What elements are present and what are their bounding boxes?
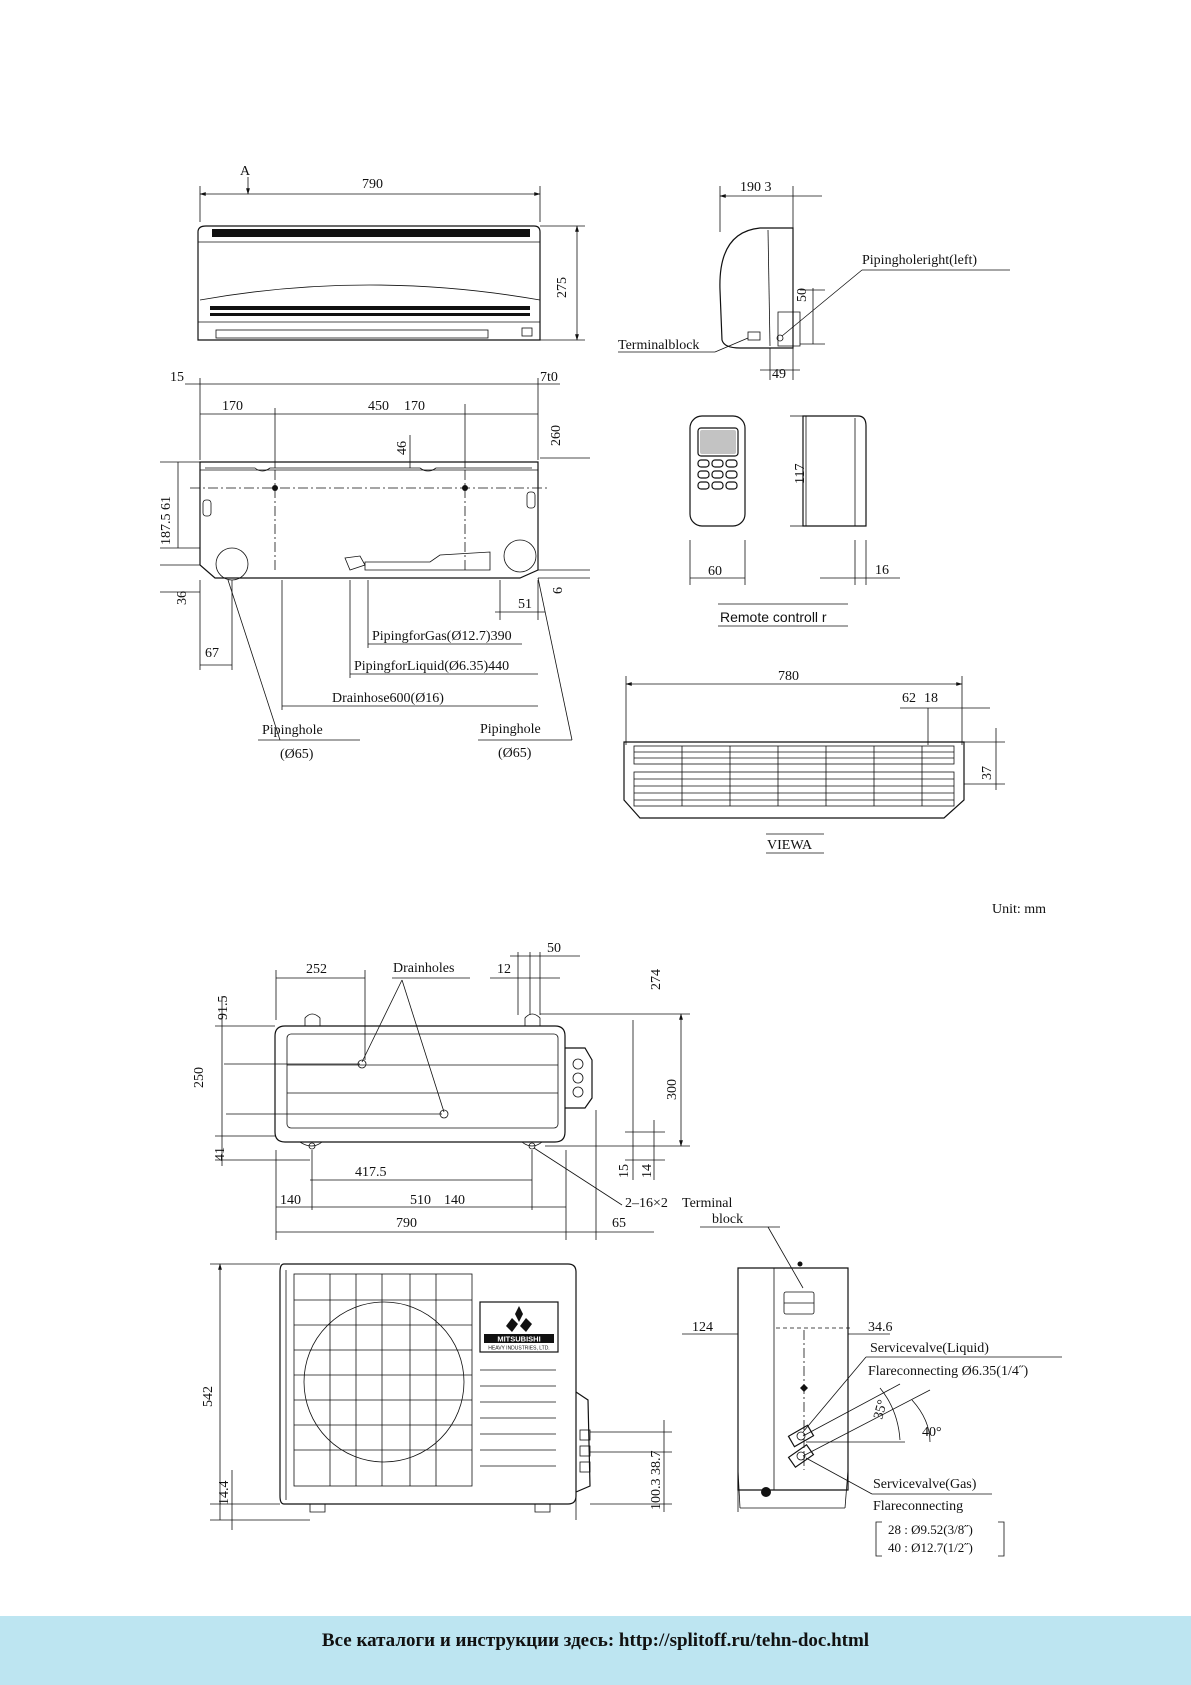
outdoor-dim-140-left: 140 bbox=[280, 1193, 301, 1208]
indoor-width-dim: 790 bbox=[362, 177, 383, 192]
indoor-height-dim: 275 bbox=[555, 277, 570, 298]
view-a-dim-18: 18 bbox=[924, 691, 938, 706]
back-dim-right: 7t0 bbox=[540, 370, 558, 385]
outdoor-dim-790: 790 bbox=[396, 1216, 417, 1231]
outdoor-dim-14: 14 bbox=[640, 1164, 655, 1178]
bolt-holes-label: 2–16×2 bbox=[625, 1196, 668, 1211]
gas-valve-label: Servicevalve(Gas) bbox=[873, 1477, 977, 1492]
gas-flare-40: 40 : Ø12.7(1/2˝) bbox=[888, 1540, 973, 1555]
outdoor-dim-250: 250 bbox=[192, 1067, 207, 1088]
outdoor-front-slats bbox=[480, 1369, 556, 1467]
liquid-pipe-label: PipingforLiquid(Ø6.35)440 bbox=[354, 659, 509, 674]
back-dim-6: 6 bbox=[551, 587, 566, 594]
piping-hole-right-label-2: Pipinghole bbox=[480, 722, 541, 737]
back-dim-36: 36 bbox=[175, 591, 190, 605]
outdoor-dim-12: 12 bbox=[497, 962, 511, 977]
piping-hole-left-label: Pipinghole bbox=[262, 723, 323, 738]
liquid-valve-label: Servicevalve(Liquid) bbox=[870, 1341, 989, 1356]
outdoor-dim-right-stack: 100.3 38.7 bbox=[649, 1451, 664, 1511]
outdoor-dim-417-5: 417.5 bbox=[355, 1165, 387, 1180]
back-dim-top-right: 260 bbox=[549, 425, 564, 446]
remote-width-dim: 60 bbox=[708, 564, 722, 579]
unit-note: Unit: mm bbox=[992, 902, 1046, 917]
indoor-depth-dim: 190 3 bbox=[740, 180, 772, 195]
outdoor-height-dim: 542 bbox=[201, 1386, 216, 1407]
brand-logo-text: MITSUBISHI bbox=[497, 1335, 540, 1344]
piping-hole-right-dia: (Ø65) bbox=[498, 746, 532, 761]
remote-buttons bbox=[697, 459, 738, 490]
outdoor-fan-grille bbox=[294, 1274, 472, 1486]
outdoor-dim-34-6: 34.6 bbox=[868, 1320, 893, 1335]
piping-hole-right-label: Pipingholeright(left) bbox=[862, 253, 977, 268]
footer-link-text[interactable]: Все каталоги и инструкции здесь: http://… bbox=[321, 1630, 870, 1651]
view-a-width-dim: 780 bbox=[778, 669, 799, 684]
back-dim-51: 51 bbox=[518, 597, 532, 612]
drain-hose-label: Drainhose600(Ø16) bbox=[332, 691, 444, 706]
outdoor-dim-41: 41 bbox=[213, 1147, 228, 1161]
outdoor-top-view: 252 Drainholes 12 50 274 91.5 bbox=[192, 941, 804, 1289]
outdoor-dim-124: 124 bbox=[692, 1320, 713, 1335]
back-dim-170-left: 170 bbox=[222, 399, 243, 414]
angle-40: 40° bbox=[922, 1425, 942, 1440]
remote-thickness-dim: 16 bbox=[875, 563, 889, 578]
brand-logo-subtext: HEAVY INDUSTRIES, LTD. bbox=[488, 1346, 549, 1352]
outdoor-side-view: 124 34.6 Servicevalve(Liquid) Flareconne… bbox=[682, 1261, 1062, 1557]
back-dim-170-right: 170 bbox=[404, 399, 425, 414]
view-a-dim-37: 37 bbox=[980, 766, 995, 780]
outdoor-dim-140-right: 140 bbox=[444, 1193, 465, 1208]
back-dim-15: 15 bbox=[170, 370, 184, 385]
drain-holes-label: Drainholes bbox=[393, 961, 454, 976]
outdoor-dim-91-5: 91.5 bbox=[216, 996, 231, 1021]
gas-flare-label: Flareconnecting bbox=[873, 1499, 963, 1514]
outdoor-dim-65: 65 bbox=[612, 1216, 626, 1231]
back-dim-450: 450 bbox=[368, 399, 389, 414]
outdoor-terminal-label-2: block bbox=[712, 1212, 743, 1227]
outdoor-dim-14-4: 14.4 bbox=[217, 1481, 232, 1506]
indoor-terminal-block-label: Terminalblock bbox=[618, 338, 699, 353]
indoor-side-49: 49 bbox=[772, 367, 786, 382]
outdoor-dim-50: 50 bbox=[547, 941, 561, 956]
outdoor-dim-252: 252 bbox=[306, 962, 327, 977]
view-a-louver-grid bbox=[634, 746, 954, 806]
indoor-front-view: A 790 275 bbox=[197, 164, 585, 341]
outdoor-dim-15: 15 bbox=[617, 1164, 632, 1178]
back-dim-67: 67 bbox=[205, 646, 219, 661]
remote-controller-label: Remote controll r bbox=[720, 609, 827, 625]
footer-banner bbox=[0, 1616, 1191, 1685]
outdoor-front-view: MITSUBISHI HEAVY INDUSTRIES, LTD. 542 14… bbox=[201, 1263, 672, 1530]
liquid-flare-label: Flareconnecting Ø6.35(1/4˝) bbox=[868, 1364, 1029, 1379]
remote-height-dim: 117 bbox=[793, 464, 808, 484]
indoor-view-a: 780 62 18 37 VIEWA bbox=[623, 669, 1005, 854]
indoor-side-view: 190 3 50 49 Pipingholeright(left) Termin… bbox=[618, 180, 1010, 382]
gas-flare-28: 28 : Ø9.52(3/8˝) bbox=[888, 1522, 973, 1537]
view-a-marker: A bbox=[240, 164, 251, 179]
view-a-label: VIEWA bbox=[767, 838, 813, 853]
gas-pipe-label: PipingforGas(Ø12.7)390 bbox=[372, 629, 512, 644]
indoor-back-plate-view: 15 7t0 170 450 170 260 46 187.5 61 36 bbox=[159, 370, 590, 762]
outdoor-dim-510: 510 bbox=[410, 1193, 431, 1208]
piping-hole-left-dia: (Ø65) bbox=[280, 747, 314, 762]
indoor-side-50: 50 bbox=[795, 288, 810, 302]
remote-controller-view: 117 60 16 Remote controll r bbox=[689, 415, 900, 627]
outdoor-dim-274: 274 bbox=[649, 969, 664, 990]
outdoor-dim-300: 300 bbox=[665, 1079, 680, 1100]
view-a-dim-62: 62 bbox=[902, 691, 916, 706]
angle-35: 35° bbox=[871, 1398, 891, 1421]
back-dim-46: 46 bbox=[395, 441, 410, 455]
back-dim-left: 187.5 61 bbox=[159, 496, 174, 545]
outdoor-terminal-label: Terminal bbox=[682, 1196, 732, 1211]
